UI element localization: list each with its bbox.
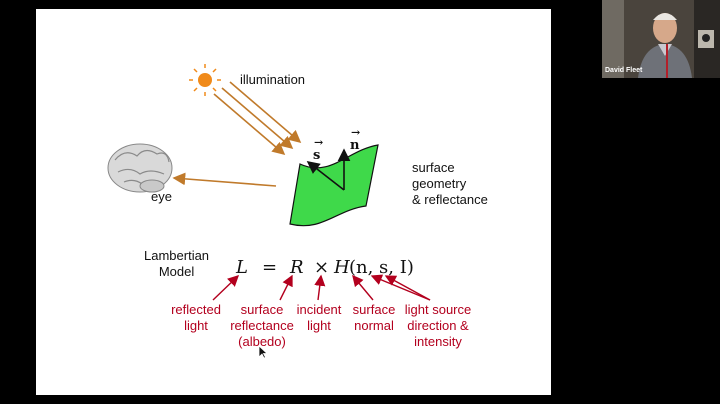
- participant-video[interactable]: David Fleet: [602, 0, 720, 78]
- eq-equals: =: [262, 257, 278, 278]
- surface-label: surface geometry & reflectance: [412, 160, 512, 208]
- annotation-incident-light: incident light: [296, 302, 342, 333]
- mouse-cursor-icon: [258, 345, 268, 359]
- annotation-arrows: [212, 274, 431, 301]
- illumination-label: illumination: [240, 72, 306, 87]
- model-label-line2: Model: [158, 264, 195, 279]
- illumination-rays: [213, 81, 302, 156]
- annotation-light-source: light source direction & intensity: [404, 302, 472, 349]
- eq-H: H: [334, 257, 350, 278]
- sun-icon: [189, 64, 221, 96]
- surface-label-line2: geometry: [412, 176, 467, 191]
- n-vector-label: →n: [350, 126, 361, 153]
- annotation-surface-normal: surface normal: [352, 302, 396, 333]
- annotation-reflected-light: reflected light: [171, 302, 221, 333]
- s-vector-label: →s: [313, 136, 324, 163]
- eq-R: R: [290, 257, 304, 278]
- eq-times: ×: [314, 257, 330, 278]
- model-label-line1: Lambertian: [144, 248, 210, 263]
- eq-args: (n, s, I): [349, 257, 414, 278]
- brain-icon: [107, 143, 173, 193]
- s-vector-arrow: [306, 161, 345, 191]
- participant-video-feed: [602, 0, 720, 78]
- surface-shape: [289, 144, 379, 227]
- participant-name: David Fleet: [605, 67, 643, 74]
- surface-label-line1: surface: [412, 160, 455, 175]
- eq-L: L: [236, 257, 248, 278]
- annotation-albedo: surface reflectance (albedo): [230, 302, 294, 349]
- model-label: Lambertian Model: [144, 248, 209, 280]
- eye-label: eye: [151, 189, 172, 204]
- surface-label-line3: & reflectance: [412, 192, 488, 207]
- reflected-ray: [172, 172, 277, 187]
